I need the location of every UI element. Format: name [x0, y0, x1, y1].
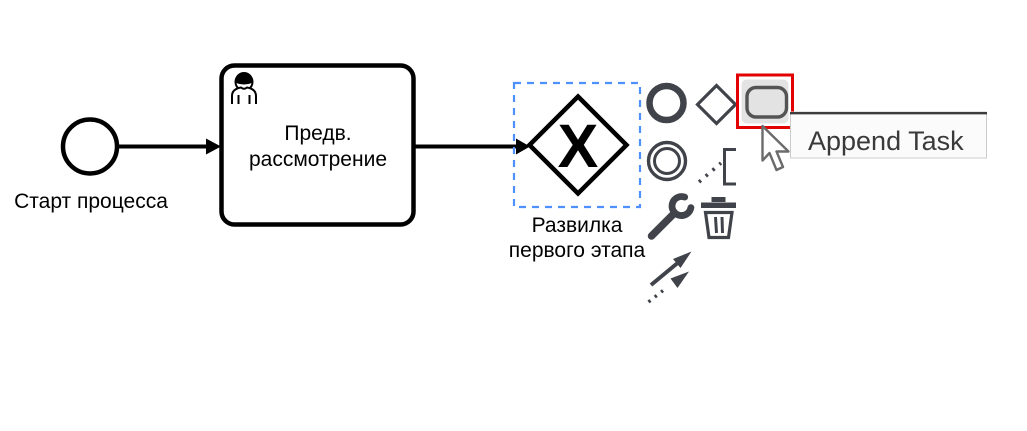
- start-event-circle[interactable]: [60, 117, 120, 176]
- append-task-tooltip: Append Task: [790, 111, 987, 159]
- exclusive-gateway[interactable]: X Развилка первого этапа: [509, 93, 646, 263]
- start-event[interactable]: Старт процесса: [14, 117, 168, 214]
- gateway-label-line1: Развилка: [532, 214, 623, 237]
- append-task-icon[interactable]: [745, 85, 789, 119]
- user-task-label-line1: Предв.: [284, 122, 351, 145]
- connect-arrow-icon[interactable]: [647, 251, 692, 304]
- sequence-flow-2[interactable]: [414, 138, 530, 155]
- append-intermediate-event-icon[interactable]: [646, 140, 688, 182]
- exclusive-gateway-diamond[interactable]: [526, 93, 630, 197]
- append-task-hover-bg: [741, 79, 789, 124]
- append-text-annotation-icon[interactable]: [697, 148, 736, 186]
- user-icon: [231, 72, 257, 104]
- context-pad[interactable]: [646, 73, 794, 304]
- start-event-label: Старт процесса: [14, 190, 168, 213]
- append-task-entry[interactable]: [736, 73, 794, 129]
- user-task-shape[interactable]: [219, 63, 416, 227]
- mouse-cursor-icon: [761, 124, 790, 172]
- user-task[interactable]: Предв. рассмотрение: [219, 63, 416, 227]
- change-type-wrench-icon[interactable]: [647, 193, 695, 240]
- tooltip-box: [790, 111, 987, 159]
- gateway-label-line2: первого этапа: [509, 239, 646, 262]
- append-end-event-icon[interactable]: [646, 82, 687, 124]
- selection-outline: [512, 81, 642, 209]
- delete-trash-icon[interactable]: [701, 197, 736, 240]
- user-task-label-line2: рассмотрение: [249, 148, 387, 171]
- append-gateway-icon[interactable]: [695, 83, 738, 126]
- tooltip-label: Append Task: [808, 126, 964, 156]
- sequence-flow-1[interactable]: [117, 138, 222, 155]
- exclusive-gateway-x-marker: X: [558, 112, 599, 180]
- sequence-flow-1-arrowhead: [206, 138, 221, 155]
- sequence-flow-2-arrowhead: [516, 138, 530, 155]
